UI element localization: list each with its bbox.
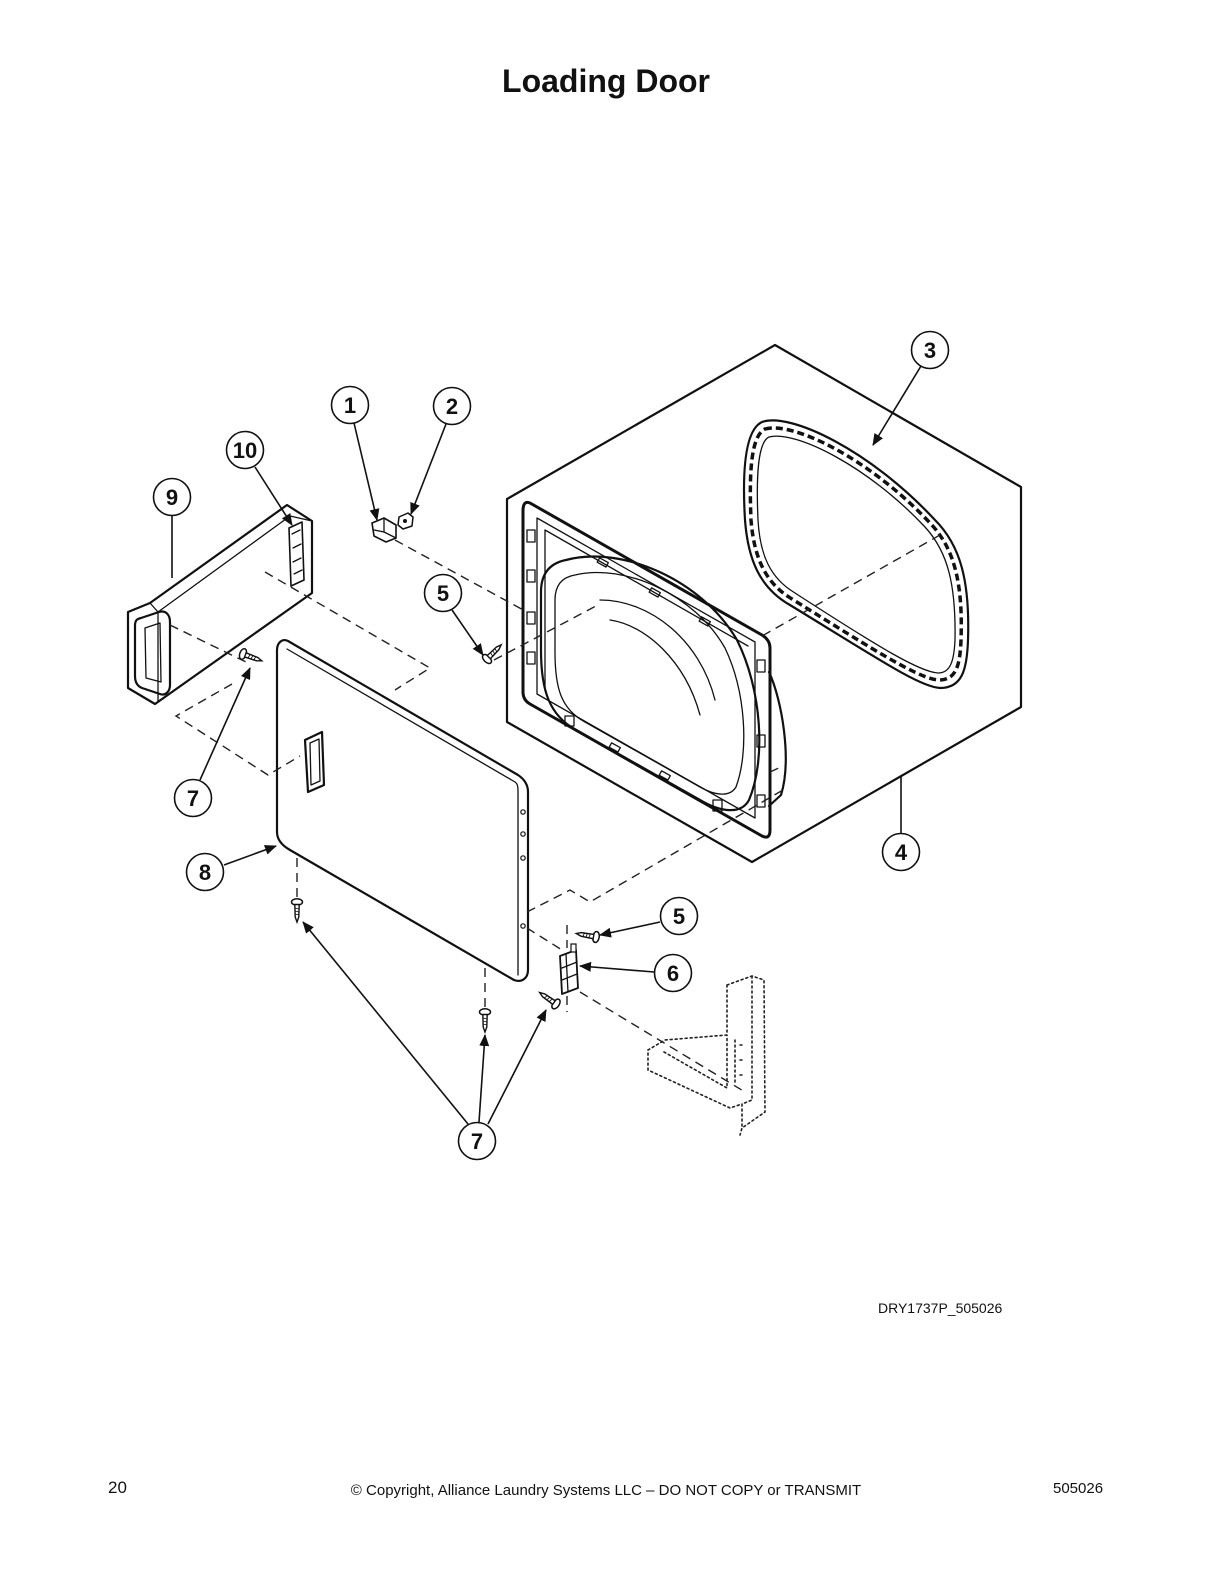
door-switch-bump [767, 670, 787, 808]
screw-part-7-door-right [478, 1008, 492, 1033]
page-title: Loading Door [502, 63, 710, 99]
gasket-outer-edge [742, 419, 970, 690]
front-panel-inner-edge [536, 517, 756, 819]
leader-lines [171, 365, 922, 1125]
door-handle-body [126, 503, 314, 706]
screw-part-7-hinge [535, 987, 563, 1012]
callout-label: 2 [446, 394, 458, 419]
drawing-id: DRY1737P_505026 [878, 1300, 1003, 1316]
door-hinge-part-6 [559, 943, 579, 995]
callout-3: 3 [910, 330, 950, 370]
assembly-lines [169, 534, 941, 1093]
screw-part-7-door-left [290, 898, 304, 923]
screw-part-5-upper [480, 640, 506, 666]
callout-label: 7 [471, 1129, 483, 1154]
callout-4: 4 [881, 832, 921, 872]
door-handle-assembly [126, 503, 314, 706]
cabinet-hinge-bracket-phantom [647, 975, 766, 1136]
door-handle-slot [303, 730, 326, 794]
cabinet-front-assembly [505, 343, 1023, 864]
document-number: 505026 [1053, 1480, 1103, 1497]
callout-label: 3 [924, 338, 936, 363]
callout-label: 10 [233, 438, 257, 463]
callout-6: 6 [653, 953, 693, 993]
callout-label: 6 [667, 961, 679, 986]
drum-shading-lines [599, 599, 716, 716]
door-edge-thickness [286, 648, 519, 976]
callout-2: 2 [432, 386, 472, 426]
strike-bracket-part-1 [371, 517, 397, 543]
callout-7-lower: 7 [457, 1121, 497, 1161]
callout-9: 9 [152, 477, 192, 517]
callout-5-lower: 5 [659, 896, 699, 936]
callout-10: 10 [225, 430, 265, 470]
callout-label: 4 [895, 840, 908, 865]
callout-label: 5 [437, 581, 449, 606]
loading-door-panel [275, 639, 530, 982]
callout-label: 9 [166, 485, 178, 510]
front-panel-lip [544, 529, 749, 691]
callout-1: 1 [330, 385, 370, 425]
door-hinge-holes [520, 809, 526, 929]
gasket-inner-edge [756, 435, 956, 674]
door-handle-slot-inner [309, 738, 321, 786]
callout-7-upper: 7 [173, 778, 213, 818]
callout-label: 5 [673, 904, 685, 929]
page-number: 20 [108, 1478, 127, 1497]
copyright-notice: © Copyright, Alliance Laundry Systems LL… [351, 1482, 861, 1499]
handle-clip-part-10 [288, 521, 305, 587]
screw-part-7-handle [237, 646, 265, 667]
door-outline [275, 639, 530, 982]
door-handle-grip-recess [133, 610, 172, 696]
callout-8: 8 [185, 852, 225, 892]
callout-label: 7 [187, 786, 199, 811]
front-panel-outer-edge [521, 500, 772, 839]
door-handle-grip-inner [144, 622, 162, 683]
door-gasket [742, 419, 970, 690]
callout-label: 1 [344, 393, 356, 418]
callout-5-upper: 5 [423, 573, 463, 613]
gasket-ribs [748, 426, 964, 682]
screw-part-5-lower [574, 927, 601, 944]
callout-label: 8 [199, 860, 211, 885]
cabinet-outline [505, 343, 1023, 864]
door-opening [539, 555, 761, 812]
door-opening-inner-rim [554, 571, 745, 795]
strike-clip-part-2 [397, 512, 414, 530]
